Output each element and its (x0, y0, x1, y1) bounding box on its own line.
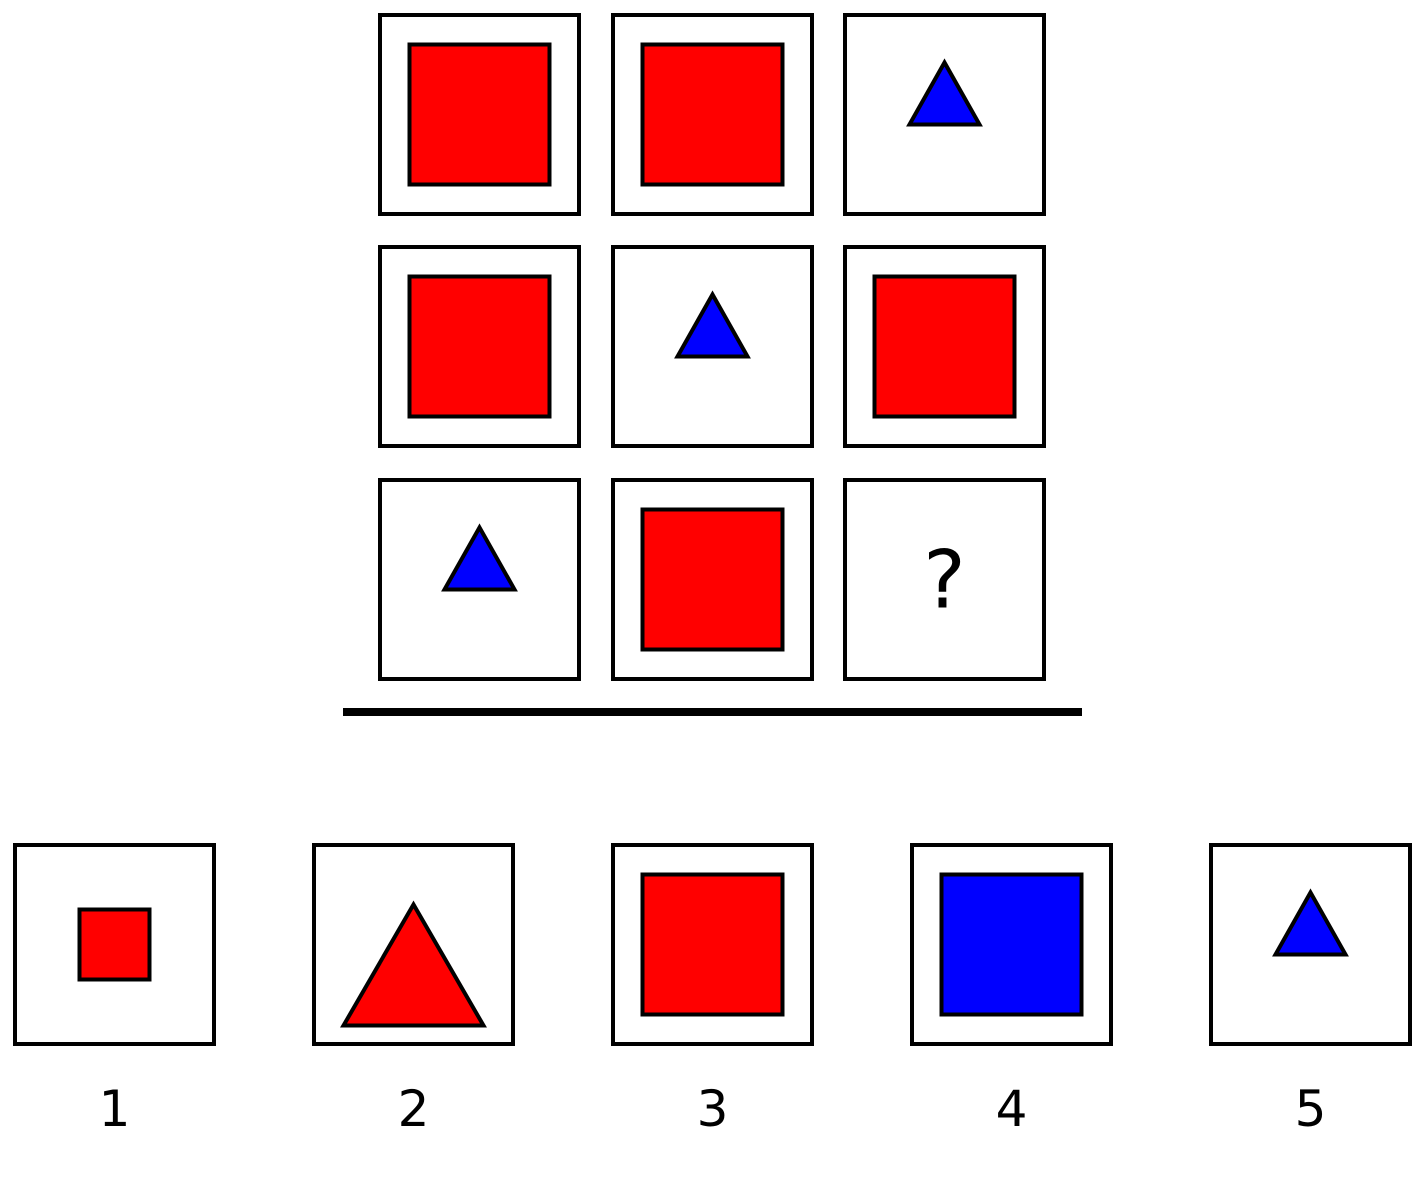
blue-triangle-small-r2c2 (674, 290, 751, 359)
red-square-large-r3c2 (640, 507, 785, 652)
matrix-cell-r2-c3 (843, 245, 1046, 448)
red-square-large-option3 (640, 872, 785, 1017)
option-label: 4 (996, 1080, 1028, 1138)
matrix-cell-r1-c3 (843, 13, 1046, 216)
matrix-cell-r3-c1 (378, 478, 581, 681)
answer-option-1[interactable]: 1 (13, 843, 216, 1138)
option-label: 2 (398, 1080, 430, 1138)
matrix-cell-r2-c1 (378, 245, 581, 448)
answer-options: 1 2 3 4 5 (13, 843, 1412, 1138)
question-mark: ? (923, 534, 965, 627)
red-square-large-r1c2 (640, 42, 785, 187)
answer-option-4[interactable]: 4 (910, 843, 1113, 1138)
matrix-cell-r3-c3[interactable]: ? (843, 478, 1046, 681)
blue-triangle-small-r3c1 (441, 523, 518, 592)
blue-triangle-small-option5 (1272, 888, 1349, 957)
matrix-cell-r2-c2 (611, 245, 814, 448)
option-label: 1 (99, 1080, 131, 1138)
red-square-small-option1 (77, 907, 152, 982)
option-label: 5 (1295, 1080, 1327, 1138)
blue-square-large-option4 (939, 872, 1084, 1017)
red-square-large-r2c1 (407, 274, 552, 419)
answer-option-2[interactable]: 2 (312, 843, 515, 1138)
red-square-large-r2c3 (872, 274, 1017, 419)
matrix-cell-r3-c2 (611, 478, 814, 681)
red-triangle-large-option2 (340, 900, 487, 1028)
answer-option-3[interactable]: 3 (611, 843, 814, 1138)
answer-option-5[interactable]: 5 (1209, 843, 1412, 1138)
red-square-large-r1c1 (407, 42, 552, 187)
cell-frame (843, 478, 1046, 681)
matrix-cell-r1-c1 (378, 13, 581, 216)
option-label: 3 (697, 1080, 729, 1138)
puzzle-matrix: ? (378, 13, 1046, 681)
matrix-cell-r1-c2 (611, 13, 814, 216)
blue-triangle-small-r1c3 (906, 58, 983, 127)
